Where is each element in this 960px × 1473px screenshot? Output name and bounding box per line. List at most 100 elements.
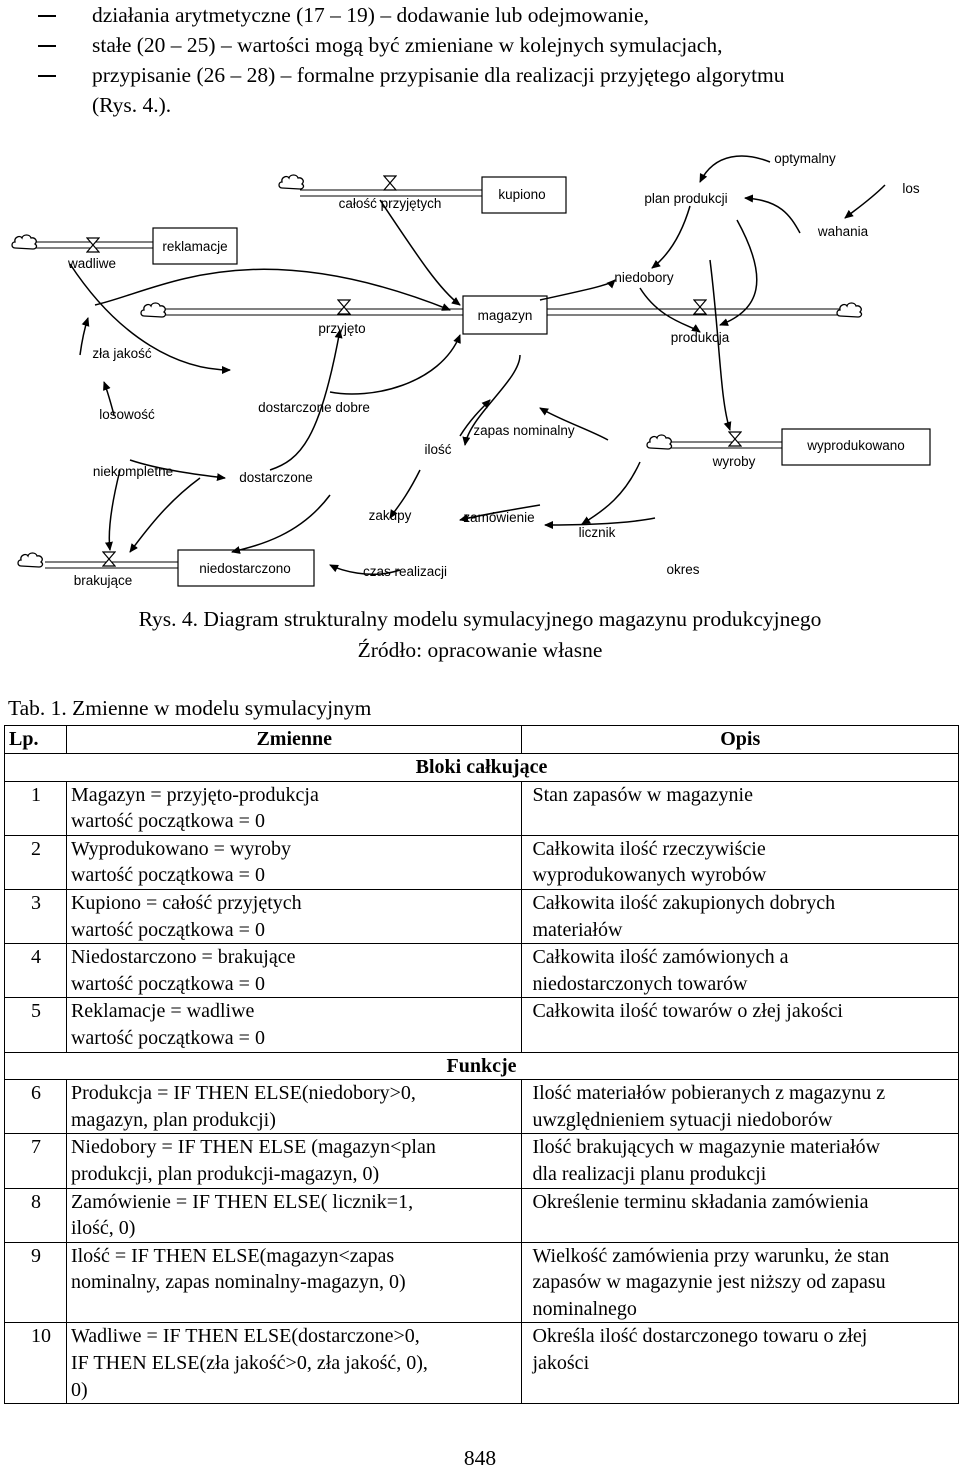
table-cell-zmienne-line: Niedobory = IF THEN ELSE (magazyn<plan <box>70 1136 436 1159</box>
table-cell-opis-line: niedostarczonych towarów <box>532 972 748 995</box>
table-cell-opis: Określa ilość dostarczonego towaru o złe… <box>521 1322 959 1405</box>
table-cell-opis-line: Całkowita ilość zakupionych dobrych <box>532 891 836 914</box>
table-cell-opis-line: dla realizacji planu produkcji <box>532 1162 767 1185</box>
table-cell-zmienne-line: nominalny, zapas nominalny-magazyn, 0) <box>70 1271 406 1294</box>
diagram-label: niekompletne <box>93 464 173 479</box>
diagram-label: zła jakość <box>92 346 152 361</box>
diagram-label: okres <box>666 562 699 577</box>
table-cell-zmienne-line: wartość początkowa = 0 <box>70 810 265 833</box>
diagram-label: zapas nominalny <box>473 423 575 438</box>
table-cell-opis: Stan zapasów w magazynie <box>521 780 959 836</box>
table-cell-zmienne-line: wartość początkowa = 0 <box>70 972 265 995</box>
table-cell-lp: 9 <box>4 1241 67 1324</box>
diagram-label: niedobory <box>614 270 674 285</box>
table-cell-lp: 8 <box>4 1187 67 1243</box>
table-cell-zmienne-line: 0) <box>70 1378 88 1401</box>
table-section-row: Funkcje <box>4 1051 959 1081</box>
bullet-item: przypisanie (26 – 28) – formalne przypis… <box>38 60 938 90</box>
diagram-label: ilość <box>424 442 451 457</box>
table-cell-opis-line: Całkowita ilość rzeczywiście <box>532 837 766 860</box>
bullet-item: stałe (20 – 25) – wartości mogą być zmie… <box>38 30 938 60</box>
table-cell-opis-line: Określenie terminu składania zamówienia <box>532 1190 869 1213</box>
diagram-label: optymalny <box>774 151 836 166</box>
table-cell-opis-line: Całkowita ilość towarów o złej jakości <box>532 1000 843 1023</box>
table-cell-opis: Ilość materiałów pobieranych z magazynu … <box>521 1079 959 1135</box>
table-cell-zmienne-line: wartość początkowa = 0 <box>70 1026 265 1049</box>
table-cell-zmienne-line: Ilość = IF THEN ELSE(magazyn<zapas <box>70 1244 395 1267</box>
table-cell-zmienne-line: magazyn, plan produkcji) <box>70 1108 276 1131</box>
table-cell-zmienne-line: Magazyn = przyjęto-produkcja <box>70 783 319 806</box>
diagram-label: niedostarczono <box>199 561 291 576</box>
bullet-list: działania arytmetyczne (17 – 19) – dodaw… <box>38 0 938 90</box>
table-cell-zmienne-line: wartość początkowa = 0 <box>70 864 265 887</box>
bullet-text: stałe (20 – 25) – wartości mogą być zmie… <box>92 33 723 57</box>
diagram-label: kupiono <box>498 187 545 202</box>
header-opis: Opis <box>521 725 959 754</box>
table-cell-zmienne-line: Produkcja = IF THEN ELSE(niedobory>0, <box>70 1082 416 1105</box>
table-cell-zmienne-line: Kupiono = całość przyjętych <box>70 891 302 914</box>
figure-source: Źródło: opracowanie własne <box>357 638 603 662</box>
table-cell-zmienne: Kupiono = całość przyjętych wartość począ… <box>65 888 523 945</box>
table-cell-lp: 10 <box>4 1322 67 1405</box>
diagram-label: wyroby <box>712 454 756 469</box>
table-cell-zmienne: Magazyn = przyjęto-produkcja wartość pocz… <box>65 780 523 836</box>
table-cell-lp: 1 <box>4 780 67 836</box>
table-cell-zmienne-line: Zamówienie = IF THEN ELSE( licznik=1, <box>70 1190 414 1213</box>
table-cell-opis: Całkowita ilość towarów o złej jakości <box>521 997 959 1053</box>
table-cell-lp: 3 <box>4 888 67 945</box>
table-cell-opis-line: Ilość materiałów pobieranych z magazynu … <box>532 1082 886 1105</box>
table-cell-zmienne: Wyprodukowano = wyroby wartość początkowa… <box>65 834 523 890</box>
bullet-continuation: (Rys. 4.). <box>92 93 172 117</box>
table-section-label: Funkcje <box>4 1051 959 1081</box>
table-cell-zmienne: Ilość = IF THEN ELSE(magazyn<zapas nomina… <box>65 1241 523 1324</box>
table-cell-zmienne-line: ilość, 0) <box>70 1217 136 1240</box>
table-cell-lp: 7 <box>4 1133 67 1189</box>
diagram-label: dostarczone <box>239 470 313 485</box>
table-cell-opis: Określenie terminu składania zamówienia <box>521 1187 959 1243</box>
diagram-label: przyjęto <box>318 321 365 336</box>
table-cell-zmienne-line: Wadliwe = IF THEN ELSE(dostarczone>0, <box>70 1325 420 1348</box>
diagram-label: licznik <box>579 525 616 540</box>
table-cell-lp: 2 <box>4 834 67 890</box>
table-cell-opis-line: nominalnego <box>532 1297 637 1320</box>
diagram-label: wadliwe <box>67 256 116 271</box>
bullet-text: przypisanie (26 – 28) – formalne przypis… <box>92 63 785 87</box>
table-cell-zmienne-line: Wyprodukowano = wyroby <box>70 837 292 860</box>
diagram-label: los <box>902 181 920 196</box>
diagram-label: produkcja <box>671 330 730 345</box>
header-zmienne: Zmienne <box>65 725 523 754</box>
table-section-label: Bloki całkujące <box>4 753 959 782</box>
diagram-label: całość przyjętych <box>339 196 442 211</box>
table-cell-opis-line: Określa ilość dostarczonego towaru o złe… <box>532 1325 868 1348</box>
table-cell-opis: Całkowita ilość zakupionych dobrych mater… <box>521 888 959 945</box>
page-number: 848 <box>463 1446 497 1470</box>
table-cell-opis-line: Ilość brakujących w magazynie materiałów <box>532 1136 881 1159</box>
table-cell-opis-line: materiałów <box>532 918 623 941</box>
structural-diagram: kupiono całość przyjętych reklamacje wad… <box>11 151 931 588</box>
table-cell-opis: Wielkość zamówienia przy warunku, że sta… <box>521 1241 959 1324</box>
table-cell-lp: 5 <box>4 997 67 1053</box>
diagram-label: reklamacje <box>162 239 227 254</box>
table-cell-zmienne: Zamówienie = IF THEN ELSE( licznik=1, ilo… <box>65 1187 523 1243</box>
diagram-label: czas realizacji <box>363 564 447 579</box>
diagram-label: losowość <box>99 407 155 422</box>
table-cell-lp: 6 <box>4 1079 67 1135</box>
table-cell-opis: Ilość brakujących w magazynie materiałów… <box>521 1133 959 1189</box>
table-cell-zmienne-line: wartość początkowa = 0 <box>70 918 265 941</box>
table-header-row: Lp. Zmienne Opis <box>4 725 959 754</box>
